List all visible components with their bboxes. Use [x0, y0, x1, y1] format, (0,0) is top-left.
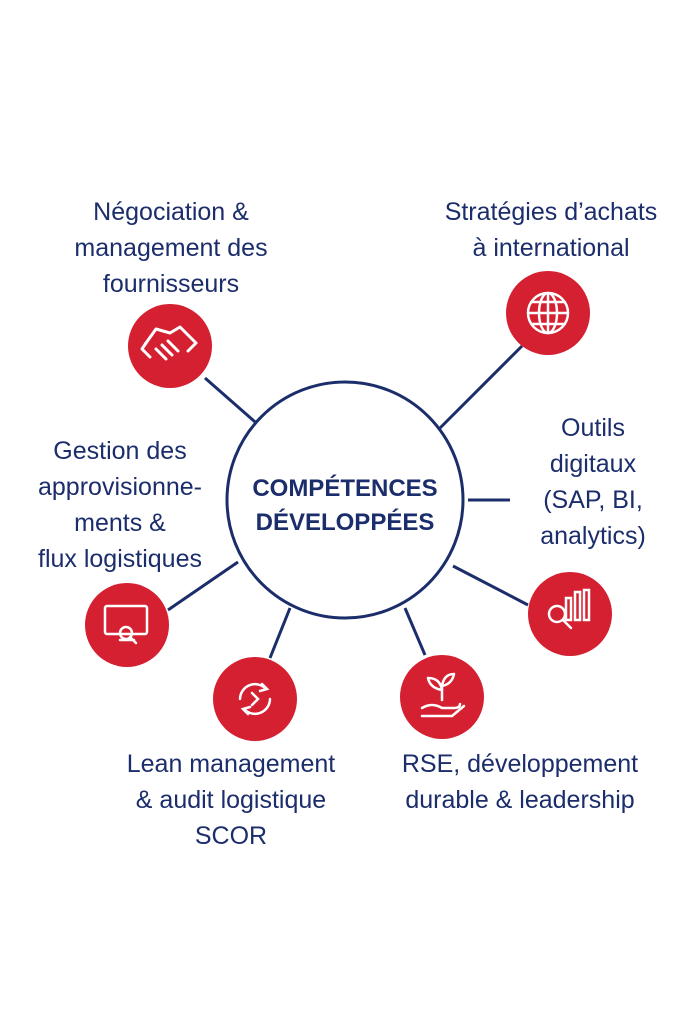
label-negotiation: Négociation & management des fournisseur…: [74, 198, 268, 298]
connector-international: [438, 344, 524, 430]
globe-icon: [526, 291, 570, 335]
node-lean-circle: [213, 657, 297, 741]
cycle-arrows-icon: [238, 682, 272, 716]
analytics-chart-icon: [547, 588, 591, 630]
center-circle: [225, 380, 465, 620]
connector-rse: [403, 607, 427, 656]
connector-analytics: [452, 564, 529, 607]
node-supply-circle: [85, 583, 169, 667]
plant-hand-icon: [420, 672, 466, 718]
label-digital: Outils digitaux (SAP, BI, analytics): [540, 414, 646, 550]
connector-negotiation: [204, 376, 263, 430]
node-negotiation-circle: [128, 304, 212, 388]
monitor-search-icon: [103, 604, 149, 645]
node-rse-circle: [400, 655, 484, 739]
label-lean: Lean management & audit logistique SCOR: [126, 750, 336, 850]
node-analytics-circle: [528, 572, 612, 656]
label-rse: RSE, développement durable & leadership: [401, 750, 639, 814]
handshake-icon: [140, 325, 198, 361]
center-title: COMPÉTENCES DÉVELOPPÉES: [252, 475, 438, 536]
label-international: Stratégies d’achats à international: [444, 198, 658, 262]
connector-supply: [167, 560, 239, 612]
node-international-circle: [506, 271, 590, 355]
label-supply: Gestion des approvisionne- ments & flux …: [38, 437, 202, 573]
connector-lean: [268, 607, 292, 659]
